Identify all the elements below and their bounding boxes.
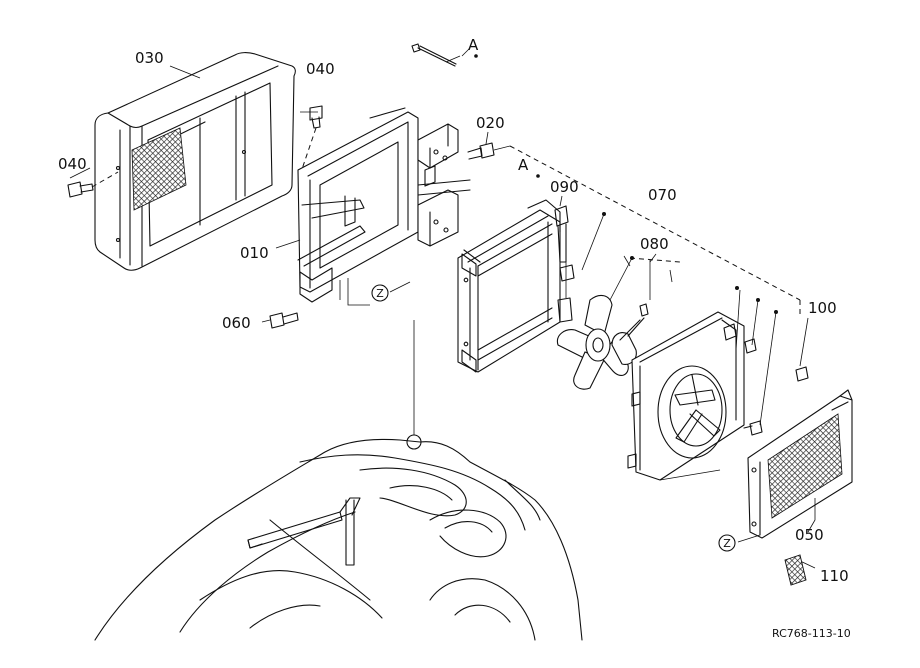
part-090-fitting	[554, 205, 575, 323]
label-010: 010	[240, 244, 269, 262]
marker-z-lower-text: Z	[723, 537, 731, 550]
label-020: 020	[476, 114, 505, 132]
label-090: 090	[550, 178, 579, 196]
part-050-screen	[747, 389, 853, 569]
label-030: 030	[135, 49, 164, 67]
label-040-left: 040	[58, 155, 87, 173]
fan-blade	[556, 294, 629, 390]
part-110-label	[784, 554, 807, 586]
label-070: 070	[648, 186, 677, 204]
marker-z-upper: Z	[371, 284, 389, 302]
long-bolt-top	[411, 43, 461, 67]
label-110: 110	[820, 567, 849, 585]
machine-body	[94, 320, 583, 641]
label-a-top: A	[468, 36, 479, 54]
bolt-040-upper	[299, 105, 323, 176]
label-060: 060	[222, 314, 251, 332]
leader-lines	[69, 47, 816, 543]
fastener-set	[581, 212, 809, 436]
reference-code: RC768-113-10	[772, 627, 851, 640]
fan-motor	[611, 260, 651, 365]
bolt-060	[269, 312, 299, 329]
part-010-frame	[297, 107, 471, 306]
condenser-core	[457, 199, 561, 373]
bolt-020	[467, 142, 511, 160]
label-100: 100	[808, 299, 837, 317]
marker-z-lower: Z	[718, 534, 736, 552]
part-labels: 030 040 040 010 060 020 090 070 080 100 …	[58, 36, 851, 640]
fan-shroud	[627, 311, 745, 481]
label-a-mid: A	[518, 156, 529, 174]
bolt-040-left	[67, 171, 119, 198]
label-040-upper: 040	[306, 60, 335, 78]
part-030-housing	[94, 52, 296, 271]
label-080: 080	[640, 235, 669, 253]
label-050: 050	[795, 526, 824, 544]
marker-z-upper-text: Z	[376, 287, 384, 300]
